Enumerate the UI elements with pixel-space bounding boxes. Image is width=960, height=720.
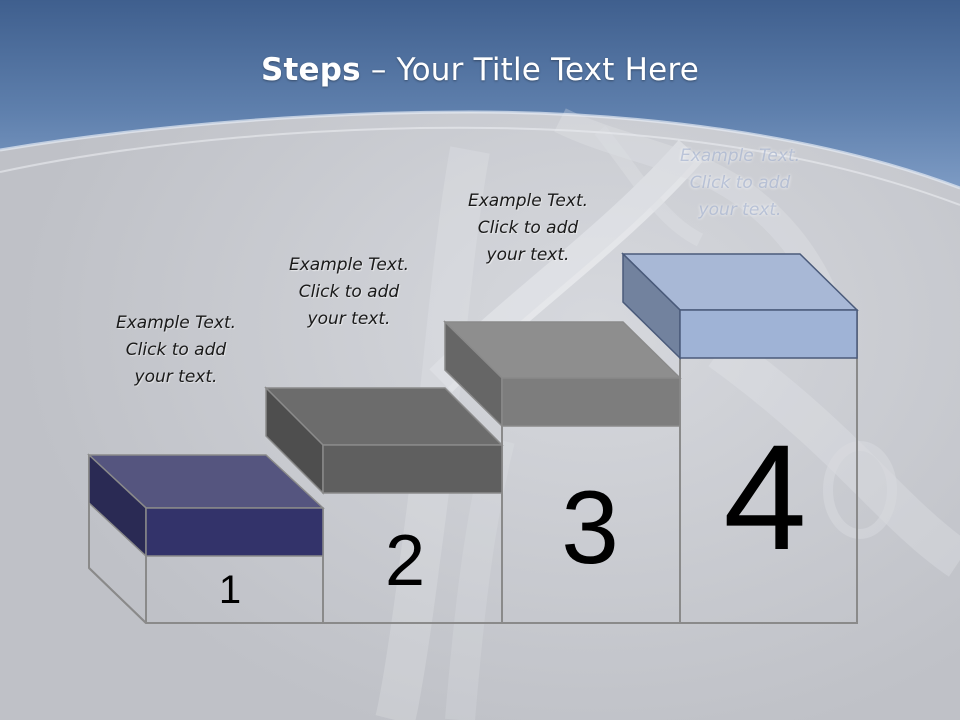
step-1-block[interactable]: [87, 453, 325, 558]
slide-title[interactable]: Steps – Your Title Text Here: [0, 52, 960, 88]
step-3-caption[interactable]: Example Text. Click to add your text.: [428, 188, 628, 269]
step-2-caption-line: Click to add: [298, 282, 400, 302]
step-3-number: 3: [561, 470, 619, 586]
step-1-caption[interactable]: Example Text. Click to add your text.: [76, 310, 276, 391]
step-4-caption-line: Click to add: [689, 173, 791, 193]
title-bold: Steps: [260, 52, 361, 88]
step-4-caption[interactable]: Example Text. Click to add your text.: [640, 143, 840, 224]
step-4-caption-line: your text.: [698, 200, 782, 220]
step-4-number: 4: [723, 413, 807, 581]
step-3-caption-line: Click to add: [477, 218, 579, 238]
title-rest: – Your Title Text Here: [360, 52, 699, 88]
header-band: [0, 0, 960, 188]
step-1-caption-line: Click to add: [125, 340, 227, 360]
step-4-caption-line: Example Text.: [679, 146, 801, 166]
step-2-block[interactable]: [264, 386, 504, 495]
step-2-caption-line: Example Text.: [288, 255, 410, 275]
step-3-caption-line: Example Text.: [467, 191, 589, 211]
step-2-number: 2: [384, 521, 426, 601]
step-2-caption-line: your text.: [307, 309, 391, 329]
step-3-block[interactable]: [443, 320, 682, 428]
step-1-number: 1: [218, 568, 242, 612]
step-1-caption-line: Example Text.: [115, 313, 237, 333]
step-4-block[interactable]: [621, 252, 859, 360]
step-1-caption-line: your text.: [134, 367, 218, 387]
step-2-caption[interactable]: Example Text. Click to add your text.: [249, 252, 449, 333]
step-3-caption-line: your text.: [486, 245, 570, 265]
